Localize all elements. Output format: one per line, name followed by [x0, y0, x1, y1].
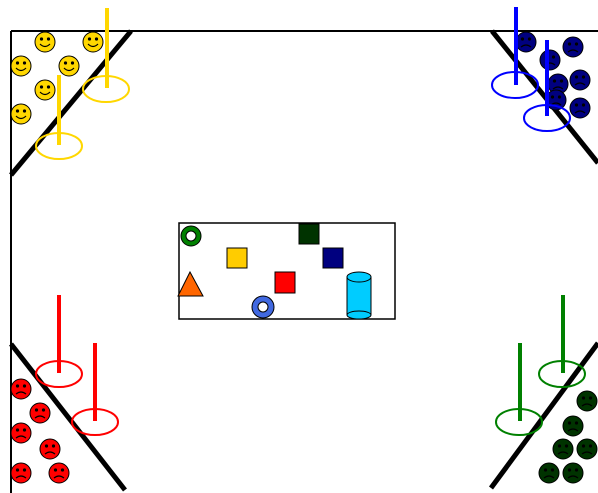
center-panel — [178, 223, 395, 319]
red-peg[interactable] — [36, 295, 82, 387]
navy-piece[interactable] — [516, 32, 536, 52]
red-piece[interactable] — [49, 463, 69, 483]
dark-green-piece[interactable] — [539, 463, 559, 483]
yellow-square-icon[interactable] — [227, 248, 247, 268]
red-piece[interactable] — [30, 403, 50, 423]
wall-top-left — [11, 31, 131, 175]
corner-top-right — [492, 7, 590, 131]
corner-bottom-right — [496, 295, 597, 483]
navy-piece[interactable] — [570, 70, 590, 90]
green-peg[interactable] — [496, 343, 542, 435]
dark-green-piece[interactable] — [577, 439, 597, 459]
red-piece[interactable] — [11, 379, 31, 399]
blue-peg[interactable] — [492, 7, 538, 98]
yellow-smiley-piece[interactable] — [35, 32, 55, 52]
dark-green-piece[interactable] — [563, 463, 583, 483]
red-square-icon[interactable] — [275, 272, 295, 293]
yellow-smiley-piece[interactable] — [11, 104, 31, 124]
yellow-smiley-piece[interactable] — [83, 32, 103, 52]
green-ring-icon[interactable] — [181, 226, 201, 246]
corner-bottom-left — [11, 295, 118, 483]
dark-green-square-icon[interactable] — [299, 224, 319, 244]
red-piece[interactable] — [40, 439, 60, 459]
navy-piece[interactable] — [563, 37, 583, 57]
red-piece[interactable] — [11, 423, 31, 443]
yellow-smiley-piece[interactable] — [11, 56, 31, 76]
navy-piece[interactable] — [540, 50, 560, 70]
dark-green-piece[interactable] — [563, 416, 583, 436]
cyan-cylinder-icon[interactable] — [347, 272, 371, 319]
red-peg[interactable] — [72, 343, 118, 435]
blue-ring-icon[interactable] — [252, 296, 274, 318]
dark-green-piece[interactable] — [553, 439, 573, 459]
yellow-peg[interactable] — [83, 8, 129, 102]
navy-square-icon[interactable] — [323, 248, 343, 268]
yellow-smiley-piece[interactable] — [59, 56, 79, 76]
red-piece[interactable] — [11, 463, 31, 483]
navy-piece[interactable] — [570, 98, 590, 118]
yellow-smiley-piece[interactable] — [35, 80, 55, 100]
dark-green-piece[interactable] — [577, 391, 597, 411]
